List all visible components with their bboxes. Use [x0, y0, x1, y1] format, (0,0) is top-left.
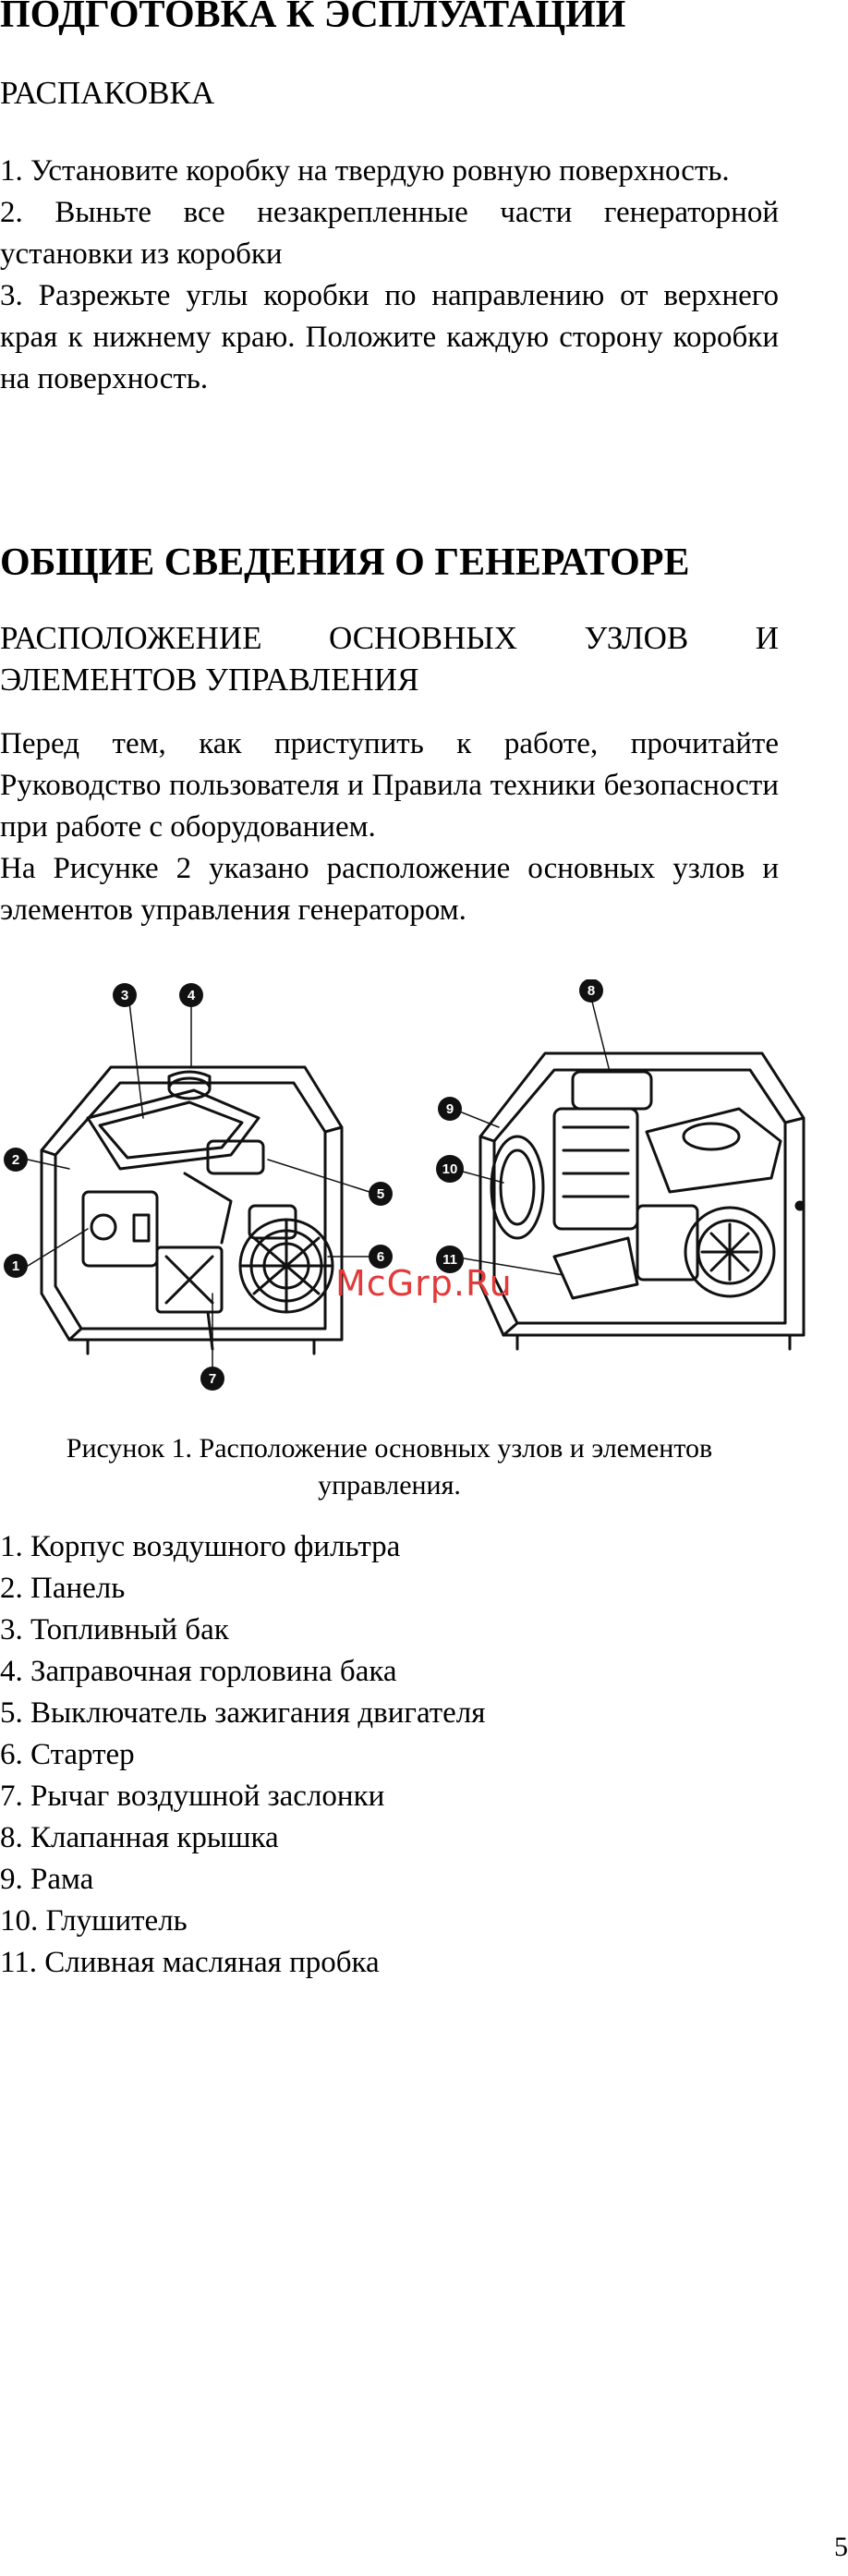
- unpack-subtitle: РАСПАКОВКА: [0, 75, 215, 111]
- callout-badges: 1 2 3 4 5 6 7 8 9 10 11: [4, 978, 603, 1391]
- list-item: 6. Стартер: [0, 1738, 135, 1771]
- page-number: 5: [834, 2532, 848, 2562]
- callout-2: 2: [4, 1148, 28, 1172]
- svg-text:3: 3: [121, 988, 128, 1003]
- general-title: ОБЩИЕ СВЕДЕНИЯ О ГЕНЕРАТОРЕ: [0, 541, 690, 584]
- generator-illustration: 1 2 3 4 5 6 7 8 9 10 11: [4, 978, 806, 1391]
- parts-legend: 1. Корпус воздушного фильтра 2. Панель 3…: [0, 1526, 485, 1984]
- callout-5: 5: [369, 1182, 393, 1206]
- callout-leaders: [27, 997, 611, 1368]
- svg-text:10: 10: [442, 1161, 458, 1177]
- svg-text:8: 8: [588, 983, 595, 999]
- svg-text:9: 9: [446, 1101, 454, 1117]
- unpack-steps: 1. Установите коробку на твердую ровную …: [0, 154, 779, 395]
- generator-front-view: [40, 1065, 344, 1355]
- generator-rear-view: [479, 1051, 806, 1351]
- svg-text:5: 5: [377, 1186, 384, 1202]
- watermark-text: McGrp.Ru: [335, 1263, 513, 1304]
- svg-text:1: 1: [12, 1258, 19, 1274]
- callout-3: 3: [113, 983, 137, 1007]
- callout-1: 1: [4, 1254, 28, 1278]
- prep-title: ПОДГОТОВКА К ЭСПЛУАТАЦИИ: [0, 0, 626, 36]
- list-item: 7. Рычаг воздушной заслонки: [0, 1780, 385, 1813]
- intro-text: Перед тем, как приступить к работе, проч…: [0, 727, 779, 927]
- svg-text:7: 7: [209, 1371, 216, 1387]
- list-item: 3. Топливный бак: [0, 1613, 229, 1646]
- figure-caption: Рисунок 1. Расположение основных узлов и…: [66, 1433, 713, 1501]
- callout-6: 6: [369, 1245, 393, 1269]
- callout-9: 9: [438, 1097, 462, 1121]
- svg-text:2: 2: [12, 1152, 19, 1168]
- callout-8: 8: [579, 978, 603, 1002]
- list-item: 4. Заправочная горловина бака: [0, 1655, 397, 1688]
- svg-text:6: 6: [377, 1249, 384, 1265]
- list-item: 5. Выключатель зажигания двигателя: [0, 1696, 486, 1730]
- list-item: 2. Панель: [0, 1572, 126, 1605]
- layout-subtitle: РАСПОЛОЖЕНИЕ ОСНОВНЫХ УЗЛОВ И ЭЛЕМЕНТОВ …: [0, 620, 779, 698]
- callout-10: 10: [436, 1155, 464, 1183]
- callout-4: 4: [179, 983, 203, 1007]
- generator-figure: 1 2 3 4 5 6 7 8 9 10 11: [0, 978, 848, 1414]
- list-item: 11. Сливная масляная пробка: [0, 1946, 380, 1979]
- callout-11: 11: [436, 1245, 464, 1273]
- list-item: 1. Корпус воздушного фильтра: [0, 1530, 401, 1563]
- list-item: 8. Клапанная крышка: [0, 1821, 279, 1854]
- svg-text:11: 11: [442, 1252, 457, 1268]
- svg-text:4: 4: [188, 988, 196, 1003]
- callout-7: 7: [200, 1367, 224, 1391]
- list-item: 10. Глушитель: [0, 1904, 188, 1938]
- list-item: 9. Рама: [0, 1863, 94, 1896]
